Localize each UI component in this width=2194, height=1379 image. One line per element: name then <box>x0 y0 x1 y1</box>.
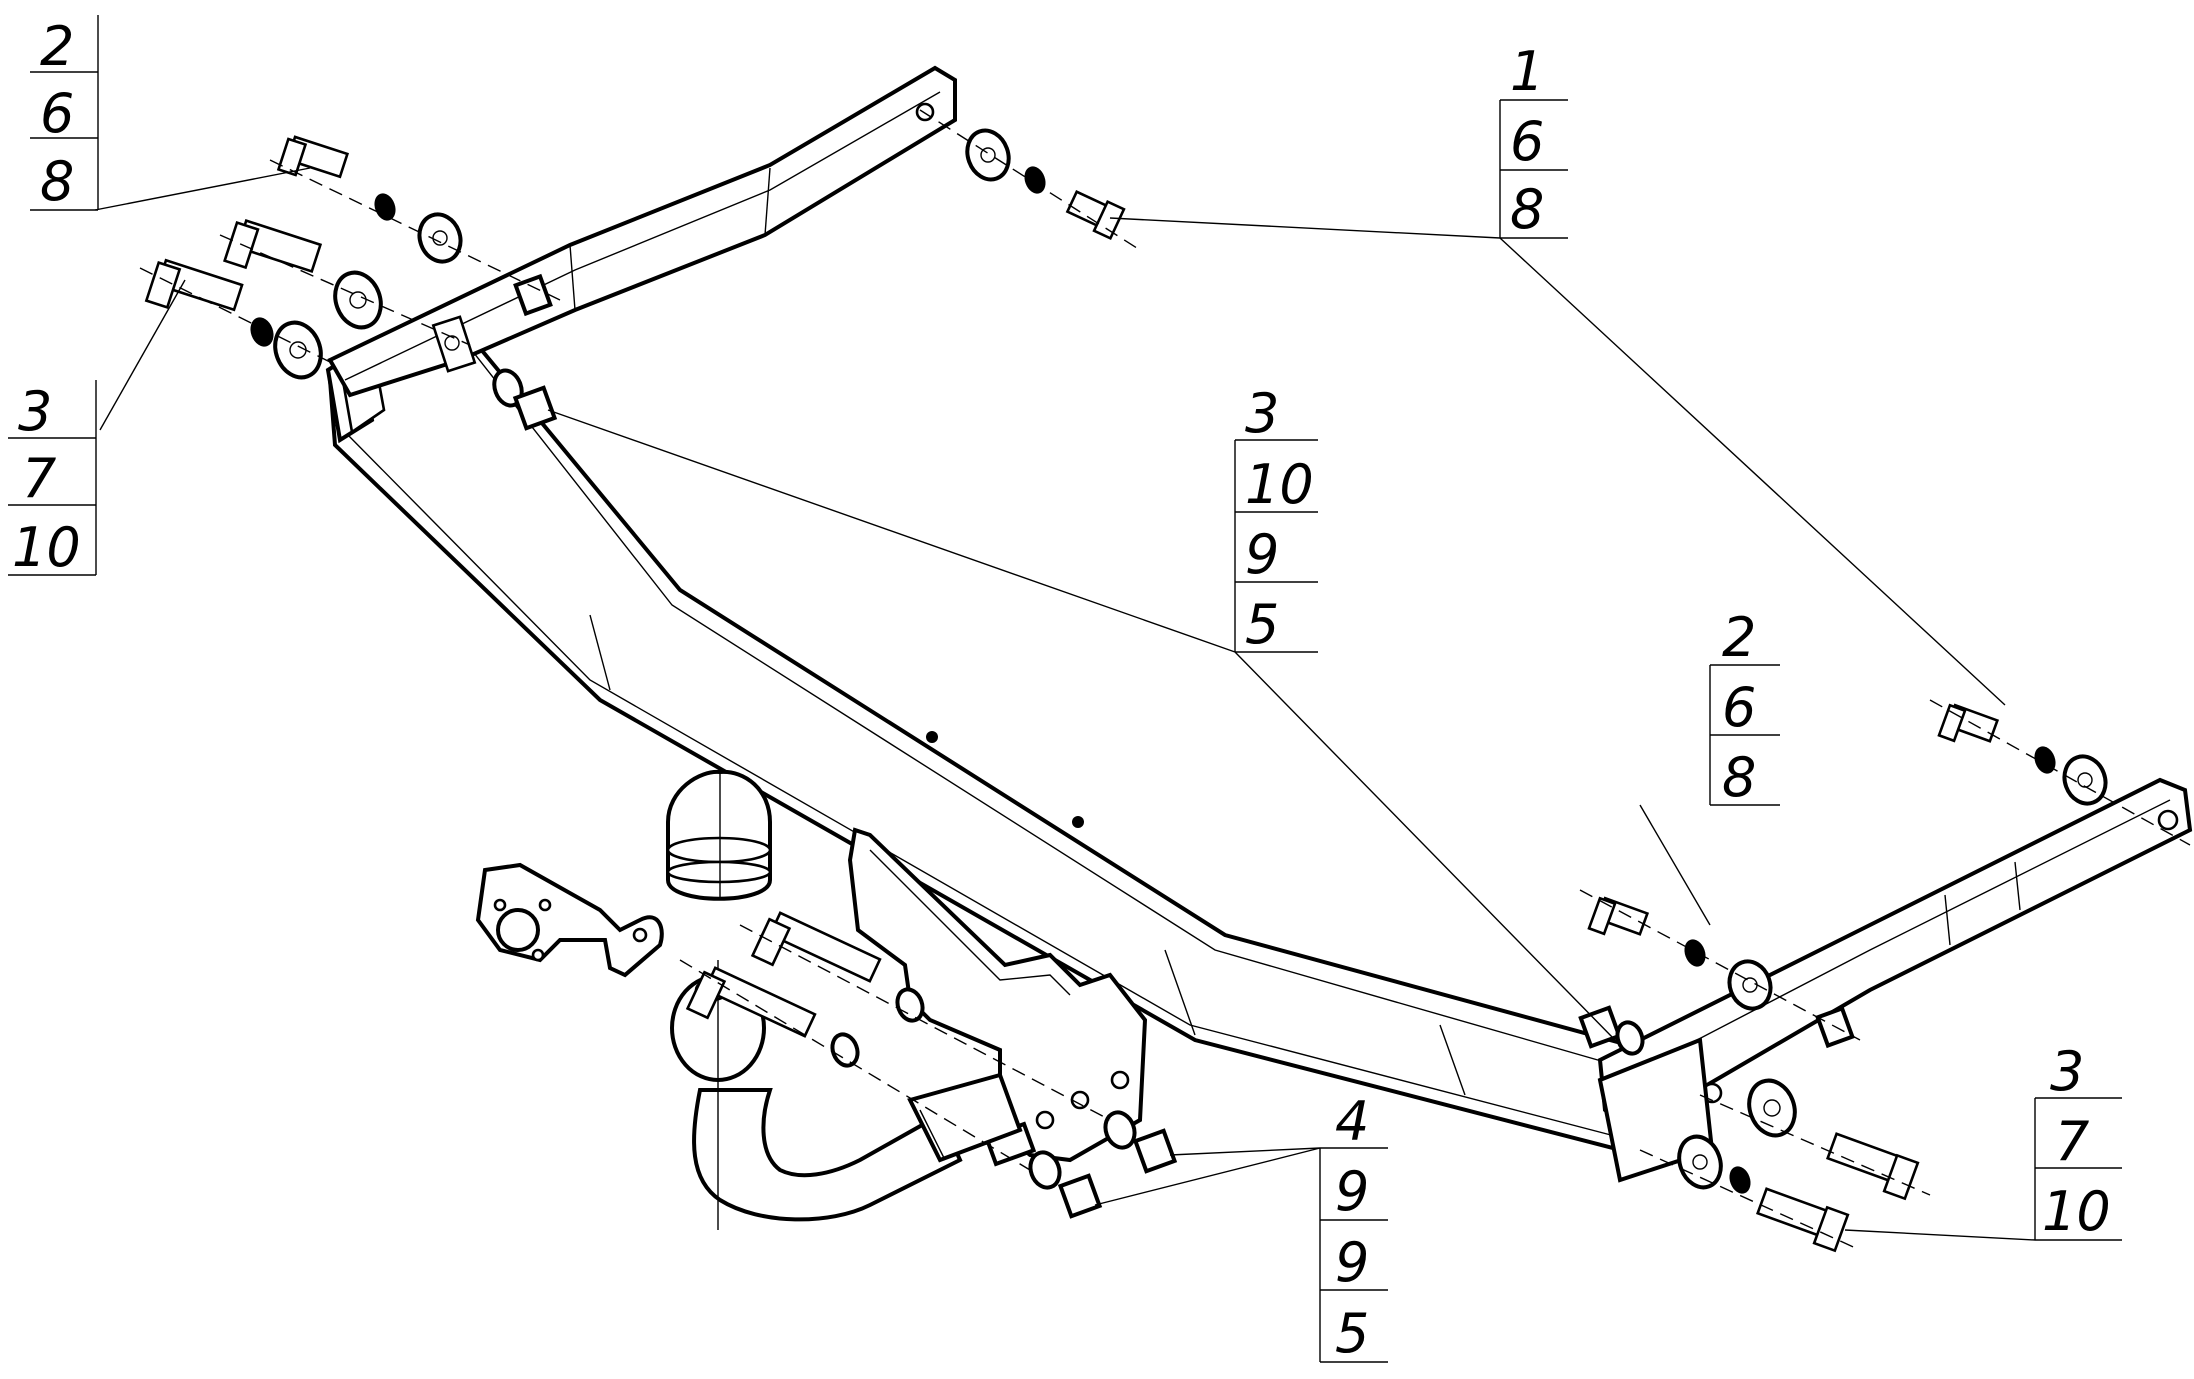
callout-part-number: 3 <box>18 380 52 443</box>
spring-washer <box>1684 939 1706 967</box>
flat-washer <box>2062 754 2108 806</box>
callout-part-number: 2 <box>1722 606 1756 669</box>
washer <box>1615 1020 1645 1056</box>
nut <box>1578 1005 1622 1049</box>
callout-part-number: 7 <box>22 447 56 510</box>
fasteners <box>144 128 2108 1253</box>
nut <box>513 273 553 317</box>
bolt <box>1755 1187 1850 1253</box>
bolt <box>1825 1132 1920 1201</box>
assembly-center-lines <box>139 109 2191 1251</box>
callout-part-number: 6 <box>1722 676 1756 739</box>
callout-stack-top-left: 2 6 8 <box>30 15 99 213</box>
flat-washer <box>417 212 463 264</box>
bolt <box>276 135 350 179</box>
flat-washer <box>1747 1078 1797 1138</box>
washer <box>1103 1110 1137 1150</box>
washer <box>1028 1150 1062 1190</box>
nut <box>512 385 558 431</box>
bolt <box>1937 703 2000 743</box>
callout-part-number: 4 <box>1335 1090 1369 1153</box>
bolt <box>1587 896 1650 936</box>
callout-stack-top-right: 1 6 8 <box>1499 40 1568 241</box>
callout-stack-bottom-right: 3 7 10 <box>2034 1040 2122 1243</box>
callout-part-number: 5 <box>1245 593 1279 656</box>
callout-part-number: 8 <box>1722 746 1756 809</box>
towbar-arm <box>692 1072 1023 1222</box>
leader-lines <box>94 167 2036 1241</box>
nut <box>1132 1128 1178 1174</box>
flat-washer <box>273 320 323 380</box>
callout-stack-center: 3 10 9 5 <box>1234 382 1318 656</box>
spring-washer <box>2034 746 2056 774</box>
nut <box>1057 1173 1103 1219</box>
callout-part-number: 8 <box>40 150 74 213</box>
callout-stack-bottom-center: 4 9 9 5 <box>1319 1090 1388 1365</box>
callout-stack-right-mid: 2 6 8 <box>1709 606 1780 809</box>
spring-washer <box>1729 1166 1751 1194</box>
callout-part-number: 6 <box>1510 110 1544 173</box>
callout-part-number: 10 <box>1245 453 1314 516</box>
callout-part-number: 6 <box>40 82 74 145</box>
left-side-bracket <box>327 65 957 398</box>
ball-cap <box>666 769 772 901</box>
callout-part-number: 9 <box>1335 1160 1369 1223</box>
flat-washer <box>965 128 1011 182</box>
bolt <box>144 258 244 312</box>
bolt <box>223 218 323 274</box>
callout-part-number: 10 <box>2042 1180 2111 1243</box>
flat-washer <box>1677 1134 1723 1190</box>
callout-part-number: 9 <box>1245 523 1279 586</box>
callout-part-number: 2 <box>40 15 74 78</box>
callout-part-number: 8 <box>1510 178 1544 241</box>
callout-part-number: 3 <box>2050 1040 2084 1103</box>
bolt <box>1065 190 1126 241</box>
right-side-bracket <box>1597 777 2193 1183</box>
spring-washer <box>374 193 396 221</box>
flat-washer <box>333 270 383 330</box>
socket-mounting-plate <box>475 862 664 978</box>
callout-part-number: 9 <box>1335 1231 1369 1294</box>
callout-part-number: 10 <box>12 516 81 579</box>
callout-stack-left: 3 7 10 <box>8 380 97 579</box>
callout-part-number: 7 <box>2055 1110 2089 1173</box>
spring-washer <box>1024 166 1046 194</box>
washer <box>830 1032 860 1068</box>
spring-washer <box>250 317 274 347</box>
callout-part-number: 1 <box>1510 40 1544 103</box>
callout-part-number: 5 <box>1335 1302 1369 1365</box>
callout-part-number: 3 <box>1245 382 1279 445</box>
